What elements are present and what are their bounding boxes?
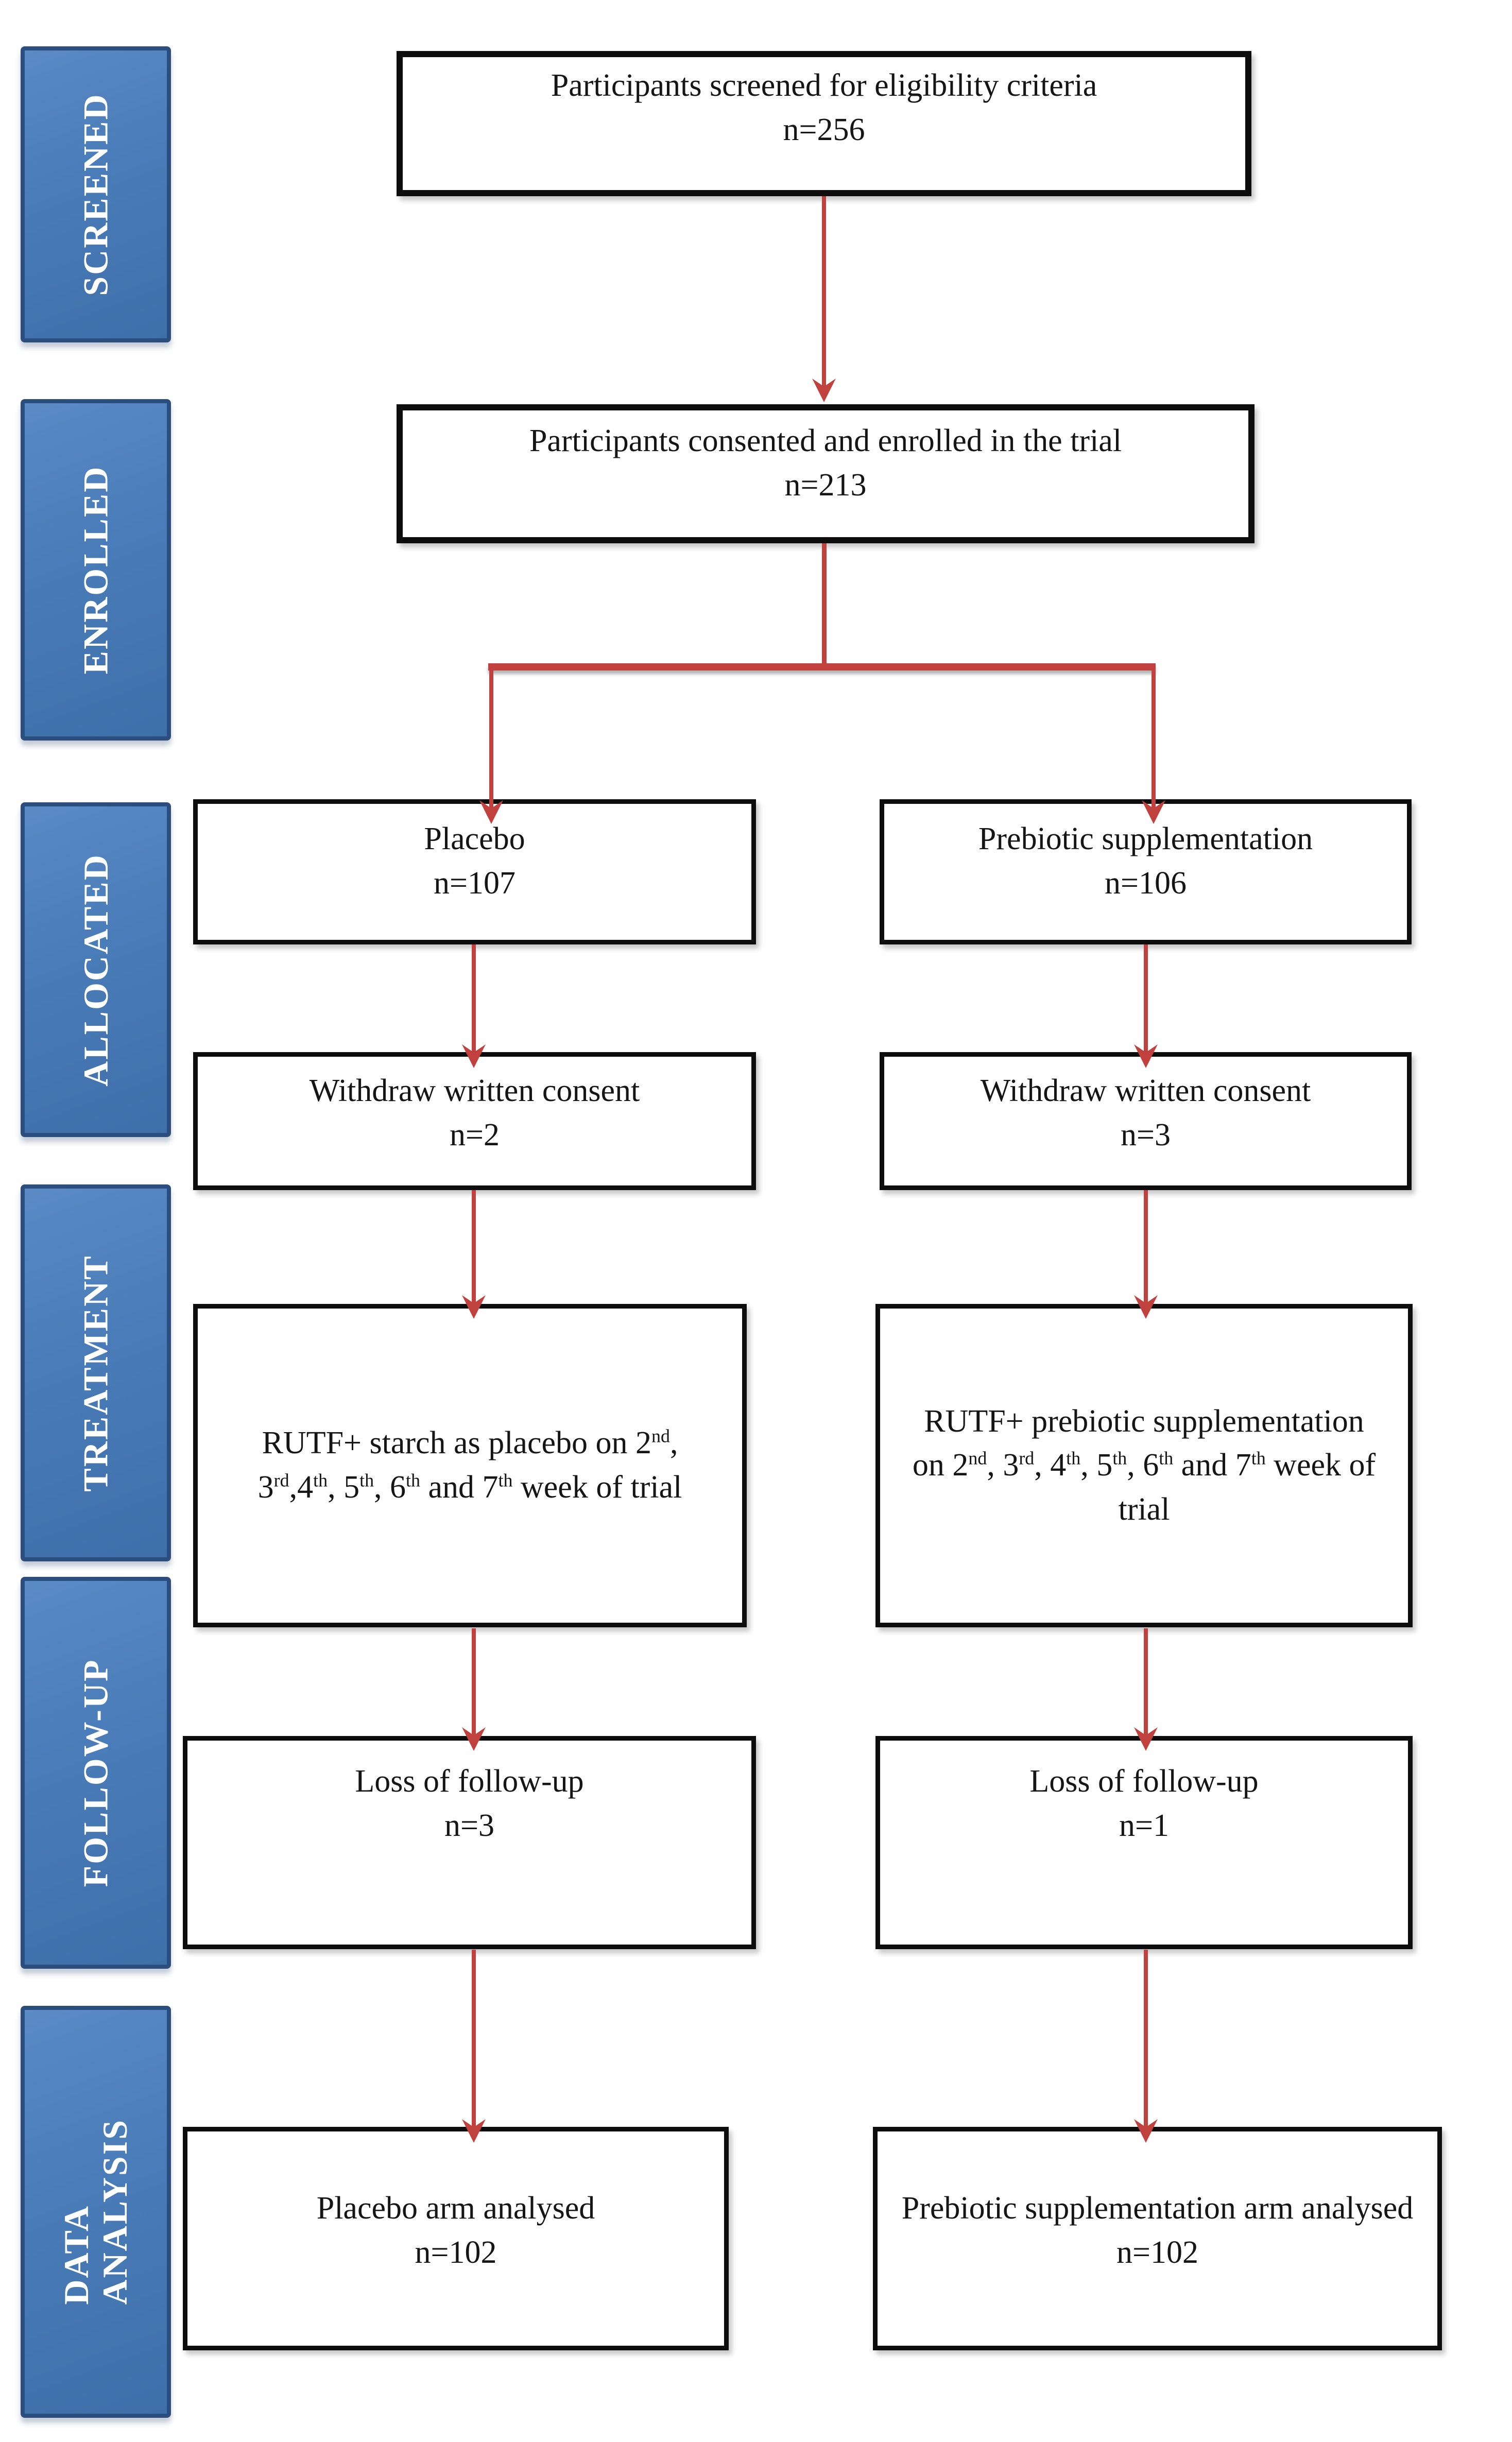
box-withdraw-right-n: n=3 — [1121, 1117, 1171, 1153]
box-screened: Participants screened for eligibility cr… — [397, 51, 1251, 196]
box-withdraw-left-n: n=2 — [450, 1117, 500, 1153]
box-placebo-arm-n: n=107 — [434, 866, 516, 901]
connector-split-stem — [822, 543, 827, 667]
box-loss-right-text: Loss of follow-up n=1 — [880, 1760, 1408, 1925]
arrow-loss-to-analysed-left — [462, 1950, 486, 2143]
stage-enrolled-label: ENROLLED — [76, 465, 115, 675]
stage-allocated: ALLOCATED — [21, 802, 171, 1137]
box-withdraw-right-text: Withdraw written consent n=3 — [884, 1069, 1407, 1173]
stage-allocated-label: ALLOCATED — [76, 853, 115, 1087]
stage-follow-up: FOLLOW-UP — [21, 1577, 171, 1969]
stage-treatment-label: TREATMENT — [76, 1254, 115, 1492]
box-analysed-left-text: Placebo arm analysed n=102 — [187, 2187, 724, 2290]
stage-follow-up-label: FOLLOW-UP — [76, 1658, 115, 1887]
box-enrolled-label: Participants consented and enrolled in t… — [529, 423, 1122, 459]
connector-split-bar — [488, 663, 1156, 670]
arrow-loss-to-analysed-right — [1134, 1950, 1158, 2143]
box-loss-left-n: n=3 — [444, 1808, 494, 1843]
stage-data-analysis-label: DATA ANALYSIS — [57, 2119, 135, 2305]
box-treatment-right: RUTF+ prebiotic supplementation on 2nd, … — [875, 1304, 1413, 1627]
stage-treatment: TREATMENT — [21, 1184, 171, 1561]
box-prebiotic-arm-n: n=106 — [1105, 866, 1187, 901]
box-loss-left: Loss of follow-up n=3 — [183, 1736, 756, 1949]
box-loss-left-label: Loss of follow-up — [355, 1764, 584, 1799]
box-loss-right-n: n=1 — [1119, 1808, 1169, 1843]
box-enrolled-text: Participants consented and enrolled in t… — [403, 419, 1248, 528]
box-analysed-right-text: Prebiotic supplementation arm analysed n… — [878, 2187, 1437, 2290]
arrow-split-to-placebo — [479, 667, 503, 824]
box-treatment-left: RUTF+ starch as placebo on 2nd, 3rd,4th,… — [193, 1304, 747, 1627]
box-screened-label: Participants screened for eligibility cr… — [551, 68, 1097, 104]
box-prebiotic-arm-text: Prebiotic supplementation n=106 — [884, 817, 1407, 926]
box-screened-text: Participants screened for eligibility cr… — [403, 64, 1245, 183]
box-analysed-left: Placebo arm analysed n=102 — [183, 2127, 729, 2350]
box-treatment-left-text: RUTF+ starch as placebo on 2nd, 3rd,4th,… — [198, 1421, 742, 1509]
arrow-withdraw-to-treatment-left — [462, 1190, 486, 1319]
box-placebo-arm-label: Placebo — [424, 821, 525, 857]
box-analysed-right-n: n=102 — [1116, 2235, 1198, 2270]
box-analysed-left-label: Placebo arm analysed — [316, 2191, 595, 2226]
arrow-treatment-to-loss-right — [1134, 1628, 1158, 1751]
box-treatment-right-label: RUTF+ prebiotic supplementation on 2nd, … — [912, 1403, 1376, 1527]
box-treatment-right-text: RUTF+ prebiotic supplementation on 2nd, … — [880, 1400, 1408, 1532]
arrow-withdraw-to-treatment-right — [1134, 1190, 1158, 1319]
arrow-screened-to-enrolled — [812, 196, 836, 402]
box-screened-n: n=256 — [783, 112, 865, 147]
stage-screened-label: SCREENED — [76, 93, 115, 296]
box-loss-right: Loss of follow-up n=1 — [875, 1736, 1413, 1949]
box-analysed-right: Prebiotic supplementation arm analysed n… — [873, 2127, 1442, 2350]
arrow-treatment-to-loss-left — [462, 1628, 486, 1751]
box-loss-right-label: Loss of follow-up — [1029, 1764, 1259, 1799]
box-enrolled-n: n=213 — [784, 468, 867, 503]
box-placebo-arm-text: Placebo n=107 — [198, 817, 751, 926]
stage-screened: SCREENED — [21, 46, 171, 342]
box-withdraw-right: Withdraw written consent n=3 — [880, 1052, 1412, 1190]
arrow-prebiotic-to-withdraw — [1134, 944, 1158, 1068]
arrow-split-to-prebiotic — [1142, 667, 1165, 824]
box-prebiotic-arm-label: Prebiotic supplementation — [978, 821, 1313, 857]
stage-data-analysis: DATA ANALYSIS — [21, 2006, 171, 2418]
box-enrolled: Participants consented and enrolled in t… — [397, 404, 1255, 543]
box-withdraw-left-label: Withdraw written consent — [309, 1073, 640, 1109]
box-withdraw-right-label: Withdraw written consent — [980, 1073, 1311, 1109]
box-withdraw-left-text: Withdraw written consent n=2 — [198, 1069, 751, 1173]
stage-enrolled: ENROLLED — [21, 399, 171, 741]
box-withdraw-left: Withdraw written consent n=2 — [193, 1052, 756, 1190]
box-placebo-arm: Placebo n=107 — [193, 799, 756, 944]
box-loss-left-text: Loss of follow-up n=3 — [187, 1760, 751, 1925]
box-analysed-left-n: n=102 — [415, 2235, 497, 2270]
box-analysed-right-label: Prebiotic supplementation arm analysed — [901, 2191, 1414, 2226]
arrow-placebo-to-withdraw — [462, 944, 486, 1068]
box-treatment-left-label: RUTF+ starch as placebo on 2nd, 3rd,4th,… — [257, 1425, 682, 1505]
